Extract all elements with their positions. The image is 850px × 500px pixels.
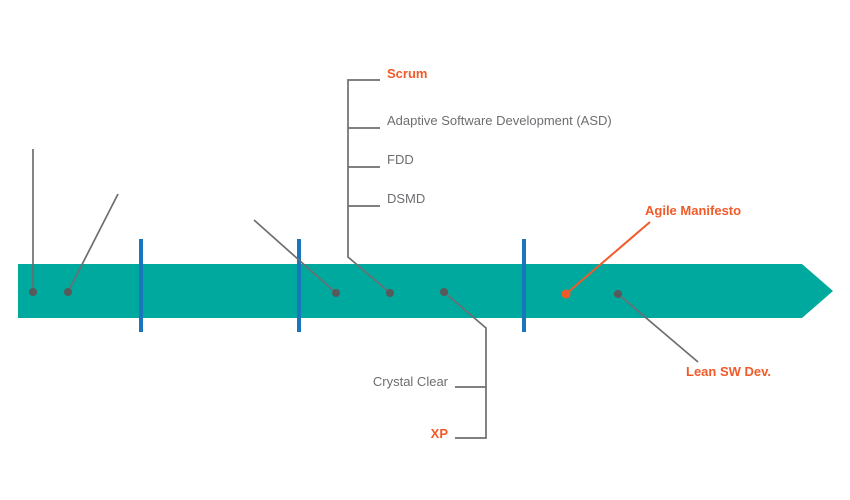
lower-bracket-line (443, 291, 487, 439)
leader-line-agile-manifesto (565, 221, 651, 295)
label-scrum: Scrum (387, 66, 428, 81)
label-lean-sw-dev: Lean SW Dev. (686, 364, 772, 379)
marker-dot-methods-group (386, 289, 394, 297)
leader-line-unlabeled-2 (67, 193, 119, 293)
leader-line-lean-sw-dev (617, 293, 699, 363)
label-crystal-clear: Crystal Clear (372, 374, 448, 389)
label-fdd: FDD (387, 152, 414, 167)
label-adaptive-software-development: Adaptive Software Development (ASD) (387, 113, 612, 128)
marker-dot-crystal-xp (440, 288, 448, 296)
marker-dot-2 (64, 288, 72, 296)
label-agile-manifesto: Agile Manifesto (645, 203, 742, 218)
marker-dot-3 (332, 289, 340, 297)
marker-dot-1 (29, 288, 37, 296)
timeline-tick-1 (139, 239, 143, 332)
leader-line-unlabeled-3 (253, 219, 337, 294)
marker-dot-lean-sw-dev (614, 290, 622, 298)
upper-bracket-line (347, 79, 391, 294)
marker-dot-agile-manifesto (561, 289, 571, 299)
timeline-tick-2 (297, 239, 301, 332)
label-xp: XP (430, 426, 448, 441)
label-dsmd: DSMD (387, 191, 426, 206)
timeline-tick-3 (522, 239, 526, 332)
